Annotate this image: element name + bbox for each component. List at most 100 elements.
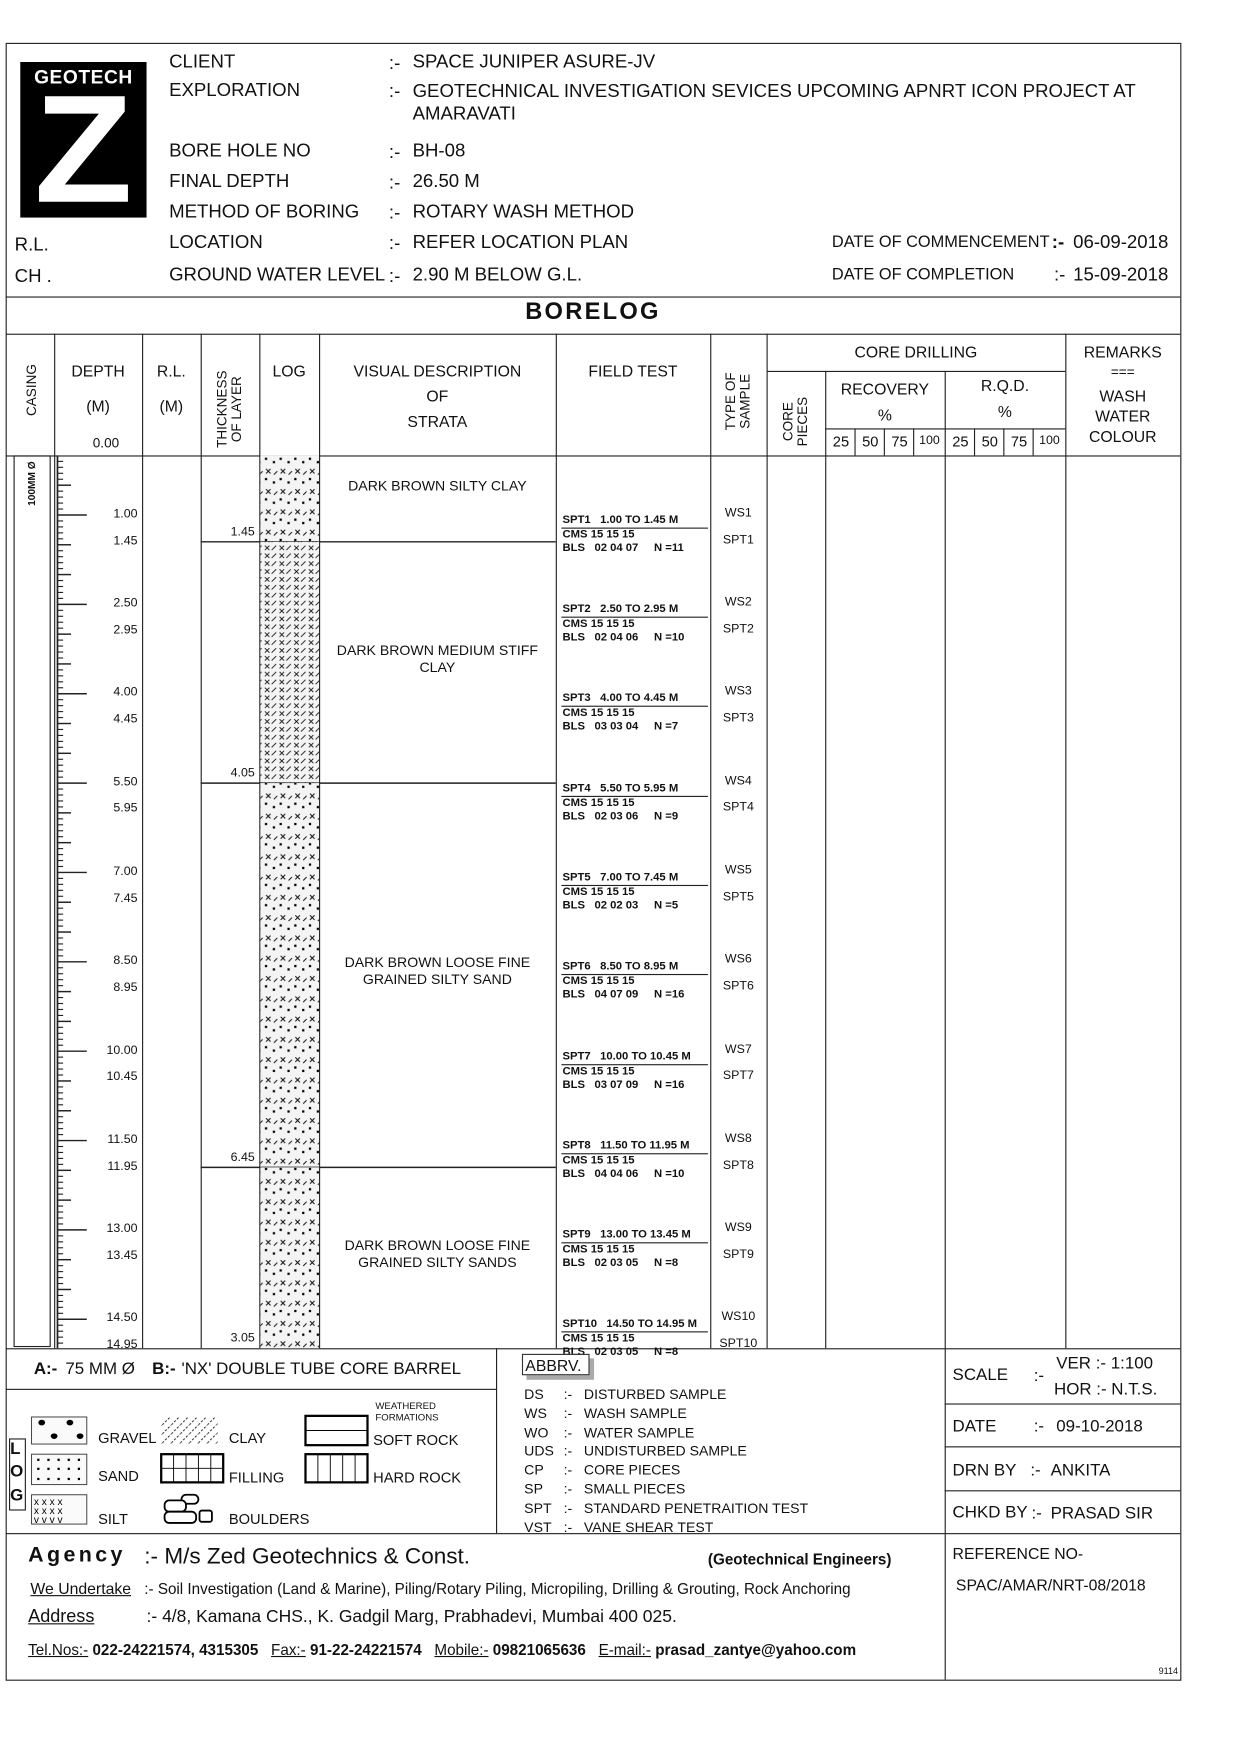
sample-type-label: SPT5 [722,890,754,904]
depth-label: 8.50 [113,953,138,968]
header-remarks-water: WATER [1095,406,1151,425]
svg-text:v v v v: v v v v [34,1515,64,1526]
bore-hole-sep: :- [388,142,401,163]
divider [973,428,976,456]
header-recovery-percent: % [877,405,892,424]
field-test-bls: BLS 02 04 07 N =11 [562,542,684,555]
depth-label: 5.50 [113,775,138,789]
legend-silt: SILT [98,1510,128,1528]
header-rqd-percent: % [997,402,1012,421]
depth-label: 7.00 [113,864,138,879]
abbr-meaning: DISTURBED SAMPLE [583,1386,727,1403]
scale-ver: VER :- 1:100 [1056,1353,1154,1374]
field-test-bls: BLS 03 03 04 N =7 [562,720,679,734]
column-divider [1065,333,1067,1349]
field-test-bls: BLS 02 02 03 N =5 [562,899,679,912]
divider [913,428,915,456]
field-test-cms: CMS 15 15 15 [562,528,635,541]
legend-symbols: x x x x x x x x v v v v [31,1414,369,1526]
commencement-label: DATE OF COMMENCEMENT [831,233,1050,252]
sample-type-label: WS3 [724,684,752,699]
depth-label: 13.45 [106,1248,138,1263]
legend-filling: FILLING [228,1468,285,1486]
field-test-bls: BLS 02 03 06 N =9 [562,810,679,823]
legend-formations: FORMATIONS [375,1411,439,1423]
header-rqd: R.Q.D. [980,376,1030,395]
column-divider [259,333,261,1349]
sample-type-label: WS1 [724,505,752,520]
sample-type-label: SPT4 [722,800,754,815]
sample-type-label: SPT9 [722,1247,754,1262]
completion-value: 15-09-2018 [1073,264,1169,286]
abbr-code: SP [524,1481,543,1498]
drn-value: ANKITA [1050,1460,1111,1481]
divider [5,1388,497,1390]
column-divider [944,370,946,1349]
location-label: LOCATION [169,232,263,253]
sample-type-label: WS8 [724,1131,752,1146]
sample-type-label: SPT2 [722,622,754,636]
logo-text: GEOTECH [34,66,133,88]
exploration-value: GEOTECHNICAL INVESTIGATION SEVICES UPCOM… [412,81,1136,125]
column-divider [766,333,768,1349]
sample-type-label: WS7 [724,1042,752,1056]
agency-value: :- M/s Zed Geotechnics & Const. [144,1544,471,1570]
header-rl: R.L. [156,361,186,380]
abbr-meaning: STANDARD PENETRAITION TEST [583,1500,809,1516]
depth-label: 7.45 [113,891,138,905]
legend-soft-rock: SOFT ROCK [373,1431,459,1449]
recovery-100: 100 [919,434,940,448]
abbr-sep: :- [563,1443,573,1460]
exploration-sep: :- [388,81,401,102]
sample-type-label: WS6 [724,952,752,967]
depth-label: 8.95 [113,980,138,995]
legend-sand: SAND [98,1467,139,1485]
divider [883,428,885,456]
scale-label: SCALE [952,1365,1009,1385]
depth-label: 2.50 [113,596,138,610]
address-label: Address [28,1607,95,1627]
note-a-value: 75 MM Ø [65,1359,135,1379]
sample-type-label: SPT10 [719,1337,758,1351]
divider [5,296,1181,298]
strata-description: DARK BROWN MEDIUM STIFF CLAY [336,642,538,675]
field-test-cms: CMS 15 15 15 [562,707,635,720]
abbr-meaning: WASH SAMPLE [583,1405,687,1422]
field-test-title: SPT9 13.00 TO 13.45 M [561,1229,708,1244]
final-depth-sep: :- [388,172,401,193]
depth-label: 1.45 [113,533,138,548]
scale-hor: HOR :- N.T.S. [1054,1379,1158,1399]
abbr-meaning: WATER SAMPLE [583,1424,695,1441]
divider [5,1348,1181,1350]
sample-type-label: WS9 [724,1220,752,1235]
strata-description: DARK BROWN SILTY CLAY [348,478,527,495]
note-b-label: B:- [152,1359,176,1379]
geotech-logo: GEOTECH Z [20,62,147,225]
depth-label: 14.95 [106,1338,138,1352]
sample-type-label: SPT8 [722,1158,754,1172]
ch-label: CH . [14,266,52,287]
location-value: REFER LOCATION PLAN [412,232,629,253]
chkd-sep: :- [1031,1503,1042,1523]
sample-type-label: WS2 [724,595,752,609]
divider [825,428,1066,430]
depth-label: 4.45 [113,712,138,727]
rqd-25: 25 [952,432,969,450]
divider [1003,428,1005,456]
tel-value: 022-24221574, 4315305 [92,1641,259,1659]
method-sep: :- [388,202,401,224]
date-sep: :- [1033,1416,1045,1437]
field-test-title: SPT3 4.00 TO 4.45 M [561,693,708,708]
field-test-title: SPT4 5.50 TO 5.95 M [561,782,708,797]
gwl-sep: :- [388,266,401,287]
legend-boulders: BOULDERS [228,1510,310,1528]
sample-type-label: SPT3 [722,711,754,726]
field-test-title: SPT5 7.00 TO 7.45 M [561,871,708,886]
recovery-75: 75 [891,432,908,450]
drn-label: DRN BY [952,1460,1017,1481]
